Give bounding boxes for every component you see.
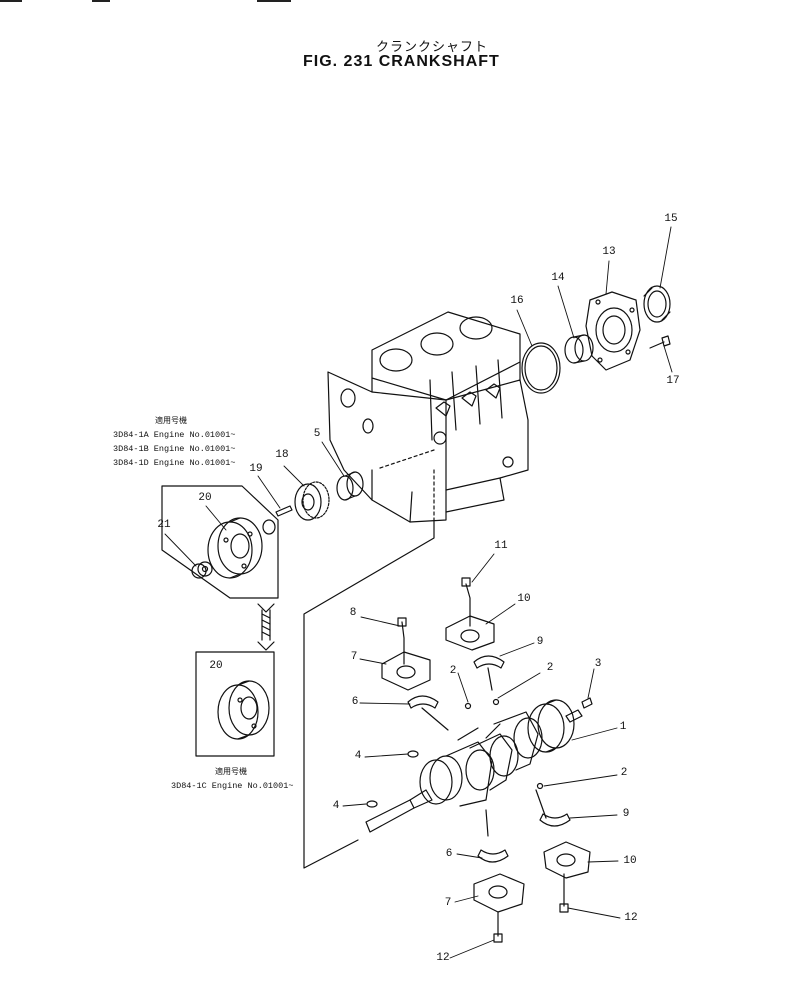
callout-12-right: 12: [624, 912, 638, 924]
variant-frame-lower: [195, 651, 275, 757]
housing-bolt: [649, 335, 671, 349]
plug: [536, 782, 544, 790]
o-ring-inner: [524, 345, 558, 391]
bearing-cap-lower-right: [543, 841, 591, 879]
header-rule-3: [257, 0, 291, 2]
leader-lines: [164, 226, 673, 959]
callout-17: 17: [666, 375, 680, 387]
crankshaft: [365, 699, 583, 833]
o-ring: [521, 342, 561, 394]
figure-title: FIG. 231 CRANKSHAFT: [303, 53, 500, 70]
callout-4-upper: 4: [354, 750, 362, 762]
alignment-lines: [421, 667, 547, 837]
callout-13: 13: [602, 246, 616, 258]
callout-9-upper: 9: [536, 636, 544, 648]
applicability-heading: 適用号機: [155, 416, 187, 425]
callout-20-lower: 20: [209, 660, 223, 672]
callout-19: 19: [249, 463, 263, 475]
callout-1: 1: [619, 721, 627, 733]
callout-20-upper: 20: [198, 492, 212, 504]
interchange-arrow: [257, 603, 275, 651]
callout-14: 14: [551, 272, 565, 284]
assembly-leader: [303, 519, 435, 869]
washer: [262, 519, 276, 535]
cylinder-block: [327, 311, 529, 523]
thrust-washer-upper: [473, 655, 505, 669]
callout-3: 3: [594, 658, 602, 670]
callout-16: 16: [510, 295, 524, 307]
crankshaft-pulley-upper: [207, 517, 263, 579]
variant-frame-upper: [161, 485, 279, 599]
bearing-shell-upper: [407, 695, 439, 709]
header-rule-2: [92, 0, 110, 2]
rear-seal-housing: [585, 291, 641, 371]
callout-2-left: 2: [449, 665, 457, 677]
applicability-line: 3D84-1D Engine No.01001~: [113, 458, 236, 468]
callout-11: 11: [494, 540, 508, 552]
callout-7-upper: 7: [350, 651, 358, 663]
callout-2-mid: 2: [546, 662, 554, 674]
plug: [464, 702, 472, 710]
applicability-heading: 適用号機: [215, 767, 247, 776]
cap-bolt-left: [401, 621, 405, 665]
key: [275, 505, 293, 517]
figure-title-japanese: クランクシャフト: [376, 40, 489, 55]
oil-seal: [643, 285, 671, 323]
callout-18: 18: [275, 449, 289, 461]
applicability-line: 3D84-1A Engine No.01001~: [113, 430, 236, 440]
callout-8: 8: [349, 607, 357, 619]
callout-6-upper: 6: [351, 696, 359, 708]
callout-5: 5: [313, 428, 321, 440]
cap-bolt-upper: [465, 583, 471, 627]
callout-21: 21: [157, 519, 171, 531]
callout-7-lower: 7: [444, 897, 452, 909]
thrust-washer-lower: [539, 813, 571, 827]
callout-9-lower: 9: [622, 808, 630, 820]
pin: [581, 697, 593, 709]
applicability-line: 3D84-1B Engine No.01001~: [113, 444, 236, 454]
crankshaft-gear: [294, 481, 330, 521]
cap-bolt-head-upper: [461, 577, 471, 587]
callout-10-lower: 10: [623, 855, 637, 867]
dowel-pin: [366, 800, 378, 808]
callout-12-left: 12: [436, 952, 450, 964]
applicability-line: 3D84-1C Engine No.01001~: [171, 781, 294, 791]
dowel-pin: [407, 750, 419, 758]
cap-bolt-head-left: [397, 617, 407, 627]
bearing-cap-lower-left: [473, 873, 525, 913]
axis-line-2: [379, 449, 435, 469]
callout-4-lower: 4: [332, 800, 340, 812]
bearing-cap-upper-left: [381, 651, 431, 691]
bearing-shell-lower: [477, 849, 509, 863]
callout-10-upper: 10: [517, 593, 531, 605]
front-bushing: [336, 471, 364, 501]
crankshaft-pulley-lower: [217, 680, 270, 740]
applicability-note-upper: 適用号機 3D84-1A Engine No.01001~ 3D84-1B En…: [113, 414, 235, 470]
plug: [492, 698, 500, 706]
cap-bolt-head-lower-left: [493, 933, 503, 943]
callout-6-lower: 6: [445, 848, 453, 860]
callout-2-right: 2: [620, 767, 628, 779]
header-rule-1: [0, 0, 22, 2]
callout-15: 15: [664, 213, 678, 225]
applicability-note-lower: 適用号機 3D84-1C Engine No.01001~: [171, 765, 293, 793]
